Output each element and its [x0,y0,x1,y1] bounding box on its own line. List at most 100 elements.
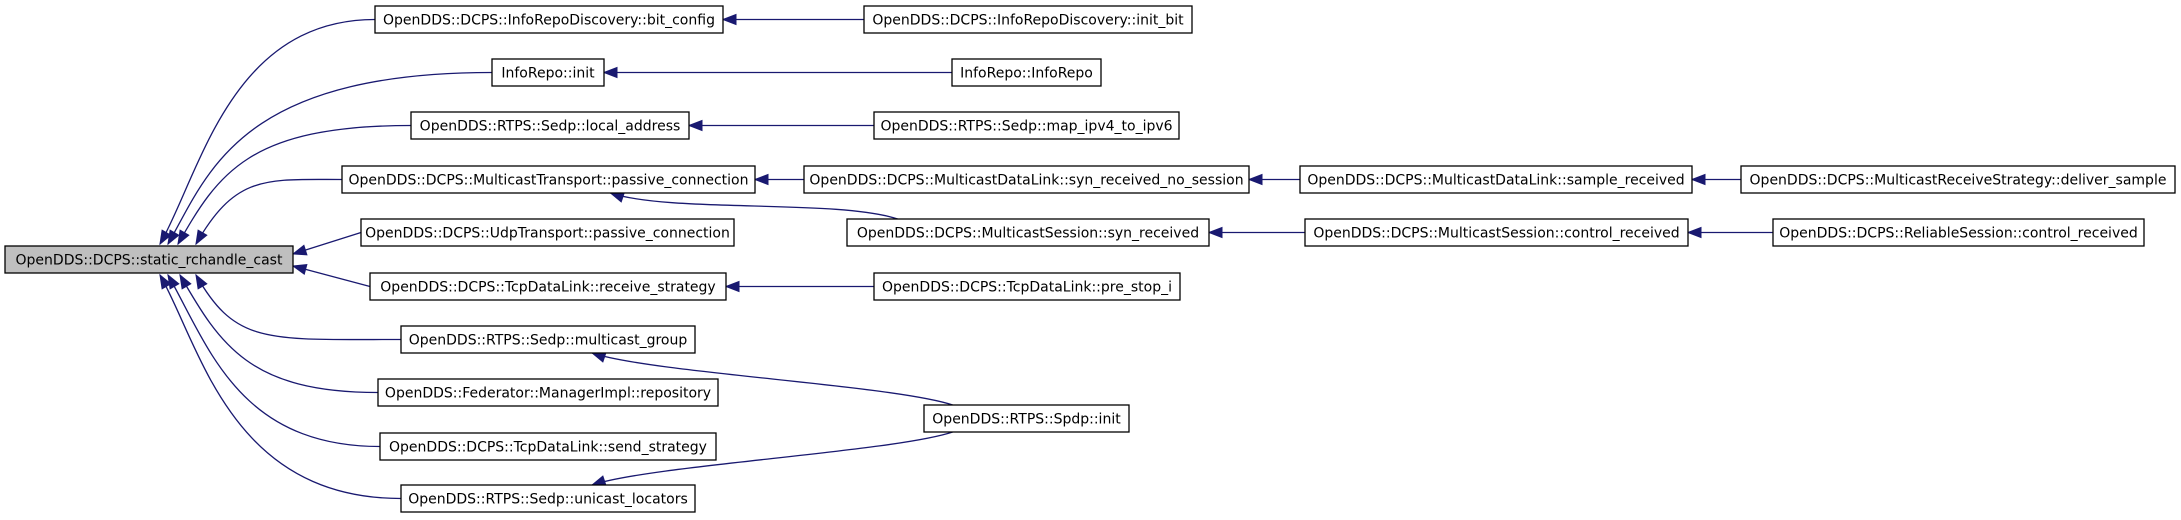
caller-function-node[interactable]: OpenDDS::DCPS::TcpDataLink::receive_stra… [369,272,727,301]
caller-function-node[interactable]: OpenDDS::DCPS::TcpDataLink::pre_stop_i [873,272,1181,301]
edge-n6-to-n5 [687,119,874,132]
node-box [360,218,735,247]
edge-arrowhead [195,273,208,290]
node-label: OpenDDS::DCPS::MulticastDataLink::sample… [1307,173,1684,189]
node-label: OpenDDS::DCPS::TcpDataLink::receive_stra… [380,280,715,296]
edge-n12-to-n7 [609,191,898,220]
caller-function-node[interactable]: OpenDDS::DCPS::MulticastDataLink::sample… [1299,165,1693,194]
edge-arrowhead [159,273,172,290]
edge-line [591,352,953,406]
node-box [410,111,690,140]
node-box [369,272,727,301]
caller-function-node[interactable]: OpenDDS::RTPS::Spdp::init [923,404,1130,433]
edge-arrowhead [590,351,607,363]
node-box [803,165,1250,194]
edge-n15-to-n0 [291,263,371,288]
edge-line [591,431,953,486]
edge-arrowhead [590,475,607,487]
node-label: OpenDDS::DCPS::MulticastTransport::passi… [349,173,749,189]
node-box [491,58,605,87]
node-box [400,325,696,354]
caller-function-node[interactable]: OpenDDS::RTPS::Sedp::multicast_group [400,325,696,354]
edge-arrowhead [179,273,192,290]
edge-n1-to-n0 [159,18,376,246]
edge-n18-to-n0 [179,273,379,394]
edge-line [167,274,381,448]
node-label: OpenDDS::RTPS::Sedp::unicast_locators [408,492,688,508]
root-function-node[interactable]: OpenDDS::DCPS::static_rchandle_cast [4,245,294,274]
edge-n4-to-n3 [602,66,952,79]
call-graph-edges [159,13,1773,500]
caller-function-node[interactable]: OpenDDS::DCPS::MulticastDataLink::syn_re… [803,165,1250,194]
caller-function-node[interactable]: OpenDDS::DCPS::MulticastTransport::passi… [341,165,756,194]
caller-function-node[interactable]: OpenDDS::DCPS::InfoRepoDiscovery::init_b… [863,5,1193,34]
node-box [4,245,294,274]
node-label: OpenDDS::DCPS::MulticastDataLink::syn_re… [809,173,1243,189]
edge-arrowhead [291,263,308,276]
edge-line [610,192,898,220]
node-label: OpenDDS::RTPS::Sedp::local_address [420,119,681,135]
edge-arrowhead [1207,226,1223,239]
node-box [1740,165,2176,194]
node-label: OpenDDS::DCPS::static_rchandle_cast [16,253,283,269]
caller-function-node[interactable]: OpenDDS::Federator::ManagerImpl::reposit… [377,378,719,407]
node-box [377,378,719,407]
edge-arrowhead [753,173,769,186]
node-label: OpenDDS::DCPS::InfoRepoDiscovery::bit_co… [383,13,715,29]
node-box [1304,218,1689,247]
caller-function-node[interactable]: OpenDDS::DCPS::MulticastReceiveStrategy:… [1740,165,2176,194]
edge-line [159,18,376,245]
edge-n2-to-n1 [721,13,864,26]
node-label: OpenDDS::DCPS::MulticastSession::control… [1313,226,1679,242]
edge-n11-to-n0 [291,231,362,256]
edge-arrowhead [609,191,626,203]
caller-function-node[interactable]: OpenDDS::DCPS::MulticastSession::syn_rec… [846,218,1210,247]
edge-n8-to-n7 [753,173,804,186]
node-label: OpenDDS::RTPS::Sedp::multicast_group [409,333,688,349]
edge-n14-to-n13 [1686,226,1773,239]
node-box [846,218,1210,247]
edge-n3-to-n0 [167,71,493,246]
edge-n21-to-n0 [159,273,402,500]
node-label: OpenDDS::DCPS::TcpDataLink::send_strateg… [389,440,707,456]
node-box [951,58,1102,87]
caller-function-node[interactable]: InfoRepo::init [491,58,605,87]
node-label: OpenDDS::DCPS::MulticastSession::syn_rec… [857,226,1199,242]
node-box [1299,165,1693,194]
node-box [863,5,1193,34]
edge-arrowhead [724,280,740,293]
node-box [923,404,1130,433]
edge-arrowhead [602,66,618,79]
edge-arrowhead [177,229,190,246]
node-label: OpenDDS::DCPS::ReliableSession::control_… [1779,226,2137,242]
caller-function-node[interactable]: OpenDDS::DCPS::ReliableSession::control_… [1772,218,2145,247]
edge-n7-to-n0 [195,178,343,246]
edge-arrowhead [1686,226,1702,239]
node-label: InfoRepo::init [501,66,595,82]
node-label: InfoRepo::InfoRepo [960,66,1093,82]
node-label: OpenDDS::Federator::ManagerImpl::reposit… [385,386,711,402]
edge-arrowhead [291,244,308,256]
node-box [400,484,696,513]
caller-function-node[interactable]: OpenDDS::DCPS::InfoRepoDiscovery::bit_co… [374,5,724,34]
edge-arrowhead [167,273,180,290]
caller-function-node[interactable]: OpenDDS::RTPS::Sedp::map_ipv4_to_ipv6 [873,111,1180,140]
caller-function-node[interactable]: OpenDDS::DCPS::TcpDataLink::send_strateg… [379,432,717,461]
caller-function-node[interactable]: OpenDDS::DCPS::UdpTransport::passive_con… [360,218,735,247]
edge-arrowhead [195,229,208,246]
node-box [873,272,1181,301]
edge-arrowhead [1690,173,1706,186]
node-box [1772,218,2145,247]
edge-line [159,274,402,500]
caller-function-node[interactable]: OpenDDS::RTPS::Sedp::local_address [410,111,690,140]
caller-function-node[interactable]: InfoRepo::InfoRepo [951,58,1102,87]
edge-arrowhead [167,229,180,246]
edge-n13-to-n12 [1207,226,1305,239]
caller-function-node[interactable]: OpenDDS::DCPS::MulticastSession::control… [1304,218,1689,247]
edge-arrowhead [159,229,172,246]
node-label: OpenDDS::DCPS::UdpTransport::passive_con… [365,226,730,242]
edge-line [195,274,402,341]
node-label: OpenDDS::DCPS::TcpDataLink::pre_stop_i [882,280,1172,296]
caller-function-node[interactable]: OpenDDS::RTPS::Sedp::unicast_locators [400,484,696,513]
